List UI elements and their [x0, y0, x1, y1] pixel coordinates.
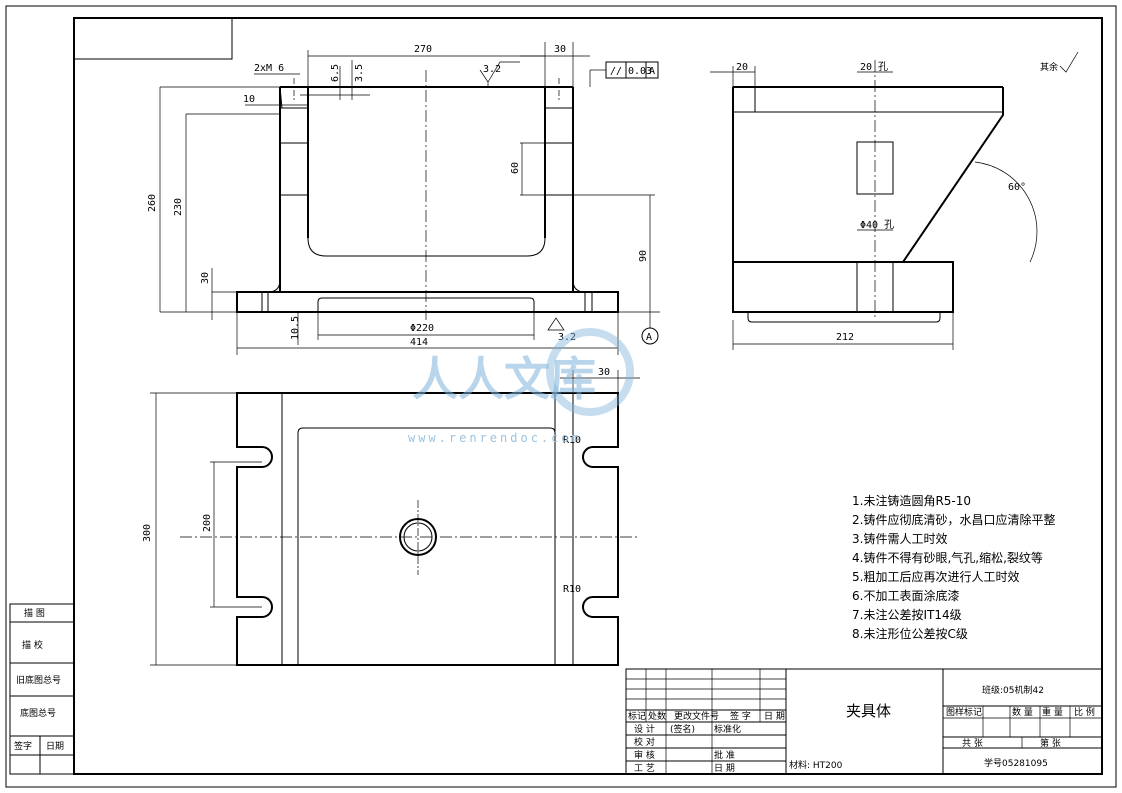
note-3: 3.铸件需人工时效 [852, 531, 947, 546]
role-date: 日 期 [714, 763, 735, 774]
note-6: 6.不加工表面涂底漆 [852, 588, 959, 603]
role-standardize: 标准化 [714, 723, 741, 735]
side-table-r4: 底图总号 [20, 707, 56, 719]
dim-6-5: 6.5 [330, 64, 341, 82]
part-name: 夹具体 [846, 702, 891, 720]
side-table [9, 603, 75, 775]
role-check: 校 对 [634, 736, 655, 748]
class-label: 班级:05机制42 [982, 684, 1044, 696]
inner-frame [73, 17, 1103, 775]
dim-60-degree: 60° [1008, 182, 1026, 193]
dim-phi220: Φ220 [410, 323, 434, 334]
material-label: 材料: HT200 [789, 759, 843, 771]
tolerance-value: 0.03 [628, 66, 652, 77]
dim-300: 300 [142, 524, 153, 542]
stage-scale: 比 例 [1074, 706, 1095, 718]
side-table-r3: 旧底图总号 [16, 674, 61, 686]
dim-260: 260 [147, 194, 158, 212]
role-approve: 批 准 [714, 749, 735, 761]
datum-a-label: A [646, 332, 652, 343]
title-block [625, 668, 1103, 775]
dim-r10-bottom: R10 [563, 584, 581, 595]
th-date: 日 期 [764, 711, 785, 722]
dim-r10-top: R10 [563, 435, 581, 446]
dim-30-plan: 30 [598, 367, 610, 378]
dim-3-5: 3.5 [354, 64, 365, 82]
side-view [710, 51, 1079, 350]
dim-hole-mid: Φ40 孔 [860, 219, 894, 231]
side-table-r1: 描 图 [24, 607, 45, 619]
sheet-number: 第 张 [1040, 737, 1061, 749]
note-1: 1.未注铸造圆角R5-10 [852, 493, 971, 508]
watermark: 人人文库 www.renrendoc.com [408, 328, 634, 445]
dim-hole-top: 20 孔 [860, 61, 888, 73]
technical-notes: 1.未注铸造圆角R5-10 2.铸件应彻底清砂，水昌口应清除平整 3.铸件需人工… [852, 493, 1055, 641]
note-4: 4.铸件不得有砂眼,气孔,缩松,裂纹等 [852, 550, 1043, 565]
th-change-doc: 更改文件号 [674, 710, 719, 722]
stage-mark: 图样标记 [946, 706, 982, 718]
th-count: 处数 [648, 710, 666, 722]
dim-2m6: 2xM 6 [254, 63, 284, 74]
student-id: 学号05281095 [984, 757, 1048, 769]
stage-quantity: 数 量 [1012, 706, 1033, 718]
dim-10-5: 10.5 [290, 316, 301, 340]
note-7: 7.未注公差按IT14级 [852, 607, 962, 622]
tolerance-datum: A [649, 66, 655, 77]
front-view [159, 42, 660, 355]
role-process: 工 艺 [634, 763, 655, 774]
dim-414: 414 [410, 337, 428, 348]
dim-60: 60 [510, 162, 521, 174]
role-design: 设 计 [634, 723, 655, 735]
note-8: 8.未注形位公差按C级 [852, 626, 968, 641]
dim-30-left: 30 [200, 272, 211, 284]
dim-90: 90 [638, 250, 649, 262]
note-2: 2.铸件应彻底清砂，水昌口应清除平整 [852, 512, 1055, 527]
dim-212: 212 [836, 332, 854, 343]
dim-230: 230 [173, 198, 184, 216]
roughness-top: 3.2 [483, 64, 501, 75]
note-5: 5.粗加工后应再次进行人工时效 [852, 569, 1019, 584]
dim-200: 200 [202, 514, 213, 532]
plan-view [150, 370, 640, 666]
sheet-total: 共 张 [962, 738, 983, 749]
stage-weight: 重 量 [1042, 706, 1063, 718]
side-table-r2: 描 校 [22, 639, 43, 651]
th-mark: 标记 [628, 710, 646, 722]
role-review: 审 核 [634, 749, 655, 761]
dim-10: 10 [243, 94, 255, 105]
outer-border [5, 5, 1117, 788]
dim-270: 270 [414, 44, 432, 55]
roughness-bottom: 3.2 [558, 332, 576, 343]
dim-20: 20 [736, 62, 748, 73]
side-table-r5a: 签字 [14, 740, 32, 752]
watermark-url: www.renrendoc.com [408, 431, 582, 445]
watermark-text: 人人文库 [412, 352, 596, 406]
code-box [73, 17, 233, 60]
surface-finish-other: 其余 [1040, 61, 1058, 73]
side-table-r5b: 日期 [46, 741, 64, 752]
tolerance-symbol: // [610, 66, 622, 77]
role-sign: (签名) [670, 723, 695, 735]
th-sign: 签 字 [730, 710, 751, 722]
dim-30-top: 30 [554, 44, 566, 55]
